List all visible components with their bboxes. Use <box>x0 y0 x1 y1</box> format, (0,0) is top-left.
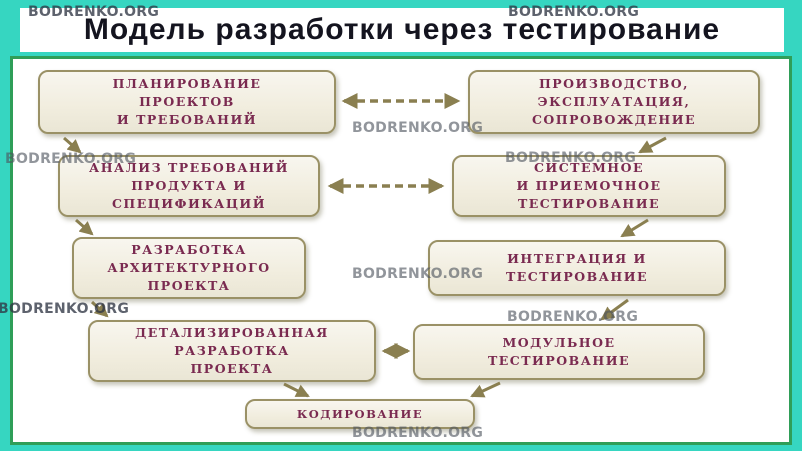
box-system-acceptance-testing-label: СИСТЕМНОЕ И ПРИЕМОЧНОЕ ТЕСТИРОВАНИЕ <box>516 159 662 212</box>
title-strip: Модель разработки через тестирование <box>20 8 784 52</box>
box-production-operation: ПРОИЗВОДСТВО, ЭКСПЛУАТАЦИЯ, СОПРОВОЖДЕНИ… <box>468 70 760 134</box>
watermark-lower-right: BODRENKO.ORG <box>507 309 639 325</box>
box-architecture-design-label: РАЗРАБОТКА АРХИТЕКТУРНОГО ПРОЕКТА <box>107 241 271 294</box>
box-requirements-analysis: АНАЛИЗ ТРЕБОВАНИЙ ПРОДУКТА И СПЕЦИФИКАЦИ… <box>58 155 320 217</box>
watermark-bottom: BODRENKO.ORG <box>352 425 484 441</box>
box-architecture-design: РАЗРАБОТКА АРХИТЕКТУРНОГО ПРОЕКТА <box>72 237 306 299</box>
watermark-lower-left: BODRENKO.ORG <box>0 301 130 317</box>
box-module-testing: МОДУЛЬНОЕ ТЕСТИРОВАНИЕ <box>413 324 705 380</box>
box-requirements-analysis-label: АНАЛИЗ ТРЕБОВАНИЙ ПРОДУКТА И СПЕЦИФИКАЦИ… <box>89 159 289 212</box>
box-system-acceptance-testing: СИСТЕМНОЕ И ПРИЕМОЧНОЕ ТЕСТИРОВАНИЕ <box>452 155 726 217</box>
box-coding-label: КОДИРОВАНИЕ <box>296 406 424 421</box>
box-integration-testing: ИНТЕГРАЦИЯ И ТЕСТИРОВАНИЕ <box>428 240 726 296</box>
page-title: Модель разработки через тестирование <box>83 13 721 46</box>
watermark-mid-right: BODRENKO.ORG <box>505 150 637 166</box>
watermark-top-left: BODRENKO.ORG <box>28 4 160 20</box>
box-production-operation-label: ПРОИЗВОДСТВО, ЭКСПЛУАТАЦИЯ, СОПРОВОЖДЕНИ… <box>531 75 697 128</box>
box-detailed-design: ДЕТАЛИЗИРОВАННАЯ РАЗРАБОТКА ПРОЕКТА <box>88 320 376 382</box>
watermark-mid-left: BODRENKO.ORG <box>5 151 137 167</box>
box-detailed-design-label: ДЕТАЛИЗИРОВАННАЯ РАЗРАБОТКА ПРОЕКТА <box>135 324 329 377</box>
box-module-testing-label: МОДУЛЬНОЕ ТЕСТИРОВАНИЕ <box>487 334 631 368</box>
box-integration-testing-label: ИНТЕГРАЦИЯ И ТЕСТИРОВАНИЕ <box>505 250 649 284</box>
box-planning-label: ПЛАНИРОВАНИЕ ПРОЕКТОВ И ТРЕБОВАНИЙ <box>112 75 262 128</box>
watermark-top-right: BODRENKO.ORG <box>508 4 640 20</box>
box-coding: КОДИРОВАНИЕ <box>245 399 475 429</box>
watermark-center-upper: BODRENKO.ORG <box>352 120 484 136</box>
box-planning: ПЛАНИРОВАНИЕ ПРОЕКТОВ И ТРЕБОВАНИЙ <box>38 70 336 134</box>
watermark-center: BODRENKO.ORG <box>352 266 484 282</box>
